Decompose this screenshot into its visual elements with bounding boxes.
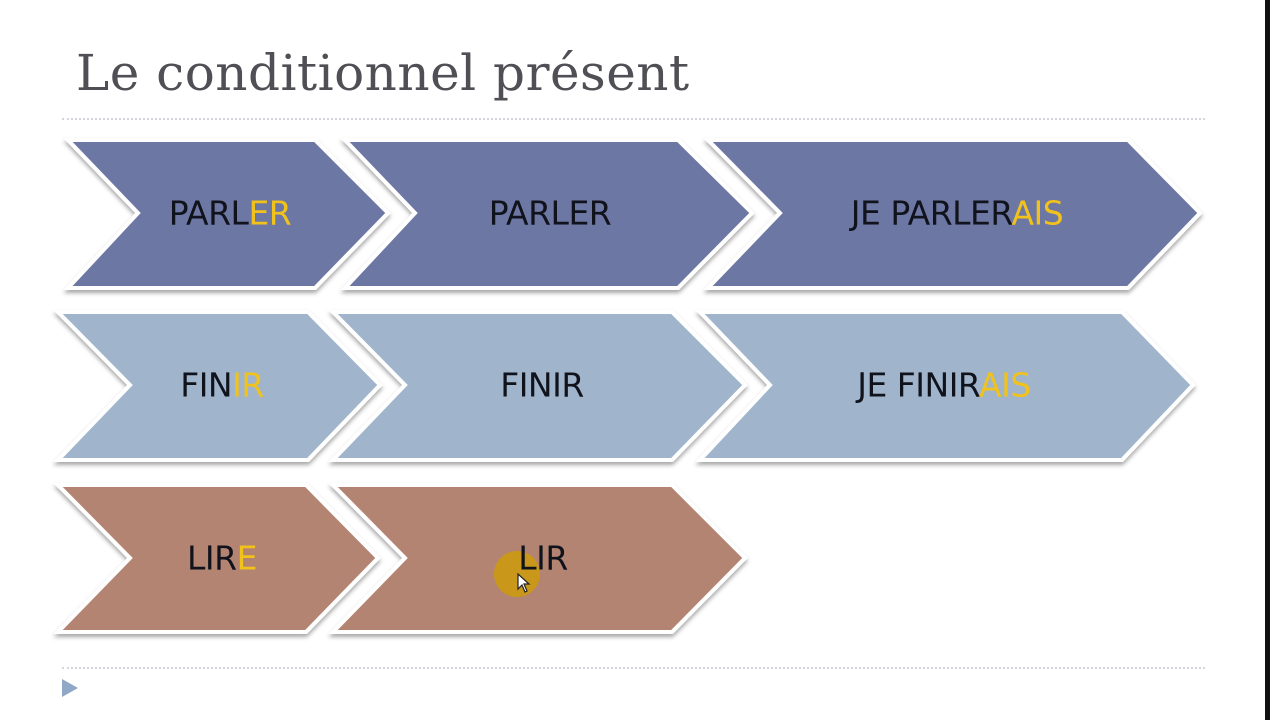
footer-divider [62,667,1205,669]
label-parler-infinitive: PARLER [168,193,292,233]
label-parler-stem: PARLER [488,193,612,233]
label-je-parlerais: JE PARLERAIS [850,193,1064,233]
cursor-highlight [494,551,540,597]
window-edge-bar [1265,0,1270,720]
mouse-pointer-icon [517,573,531,593]
label-finir-stem: FINIR [500,365,584,405]
play-triangle-icon[interactable] [62,679,78,697]
row-3 [53,483,748,634]
row-1 [63,138,1203,290]
chevron-finir-infinitive [53,310,383,462]
title-divider [62,118,1205,120]
slide-title: Le conditionnel présent [76,44,690,102]
label-finir-infinitive: FINIR [180,365,264,405]
chevron-parler-stem [340,138,755,290]
row-2 [53,310,1196,462]
chevron-lir-stem [328,483,748,634]
chevron-lire-infinitive [53,483,381,634]
label-lire-infinitive: LIRE [187,538,257,578]
label-je-finirais: JE FINIRAIS [857,365,1031,405]
label-lir-stem: LIR [518,538,568,578]
chevron-je-parlerais [703,138,1203,290]
chevron-parler-infinitive [63,138,391,290]
chevron-finir-stem [328,310,748,462]
chevron-je-finirais [695,310,1196,462]
